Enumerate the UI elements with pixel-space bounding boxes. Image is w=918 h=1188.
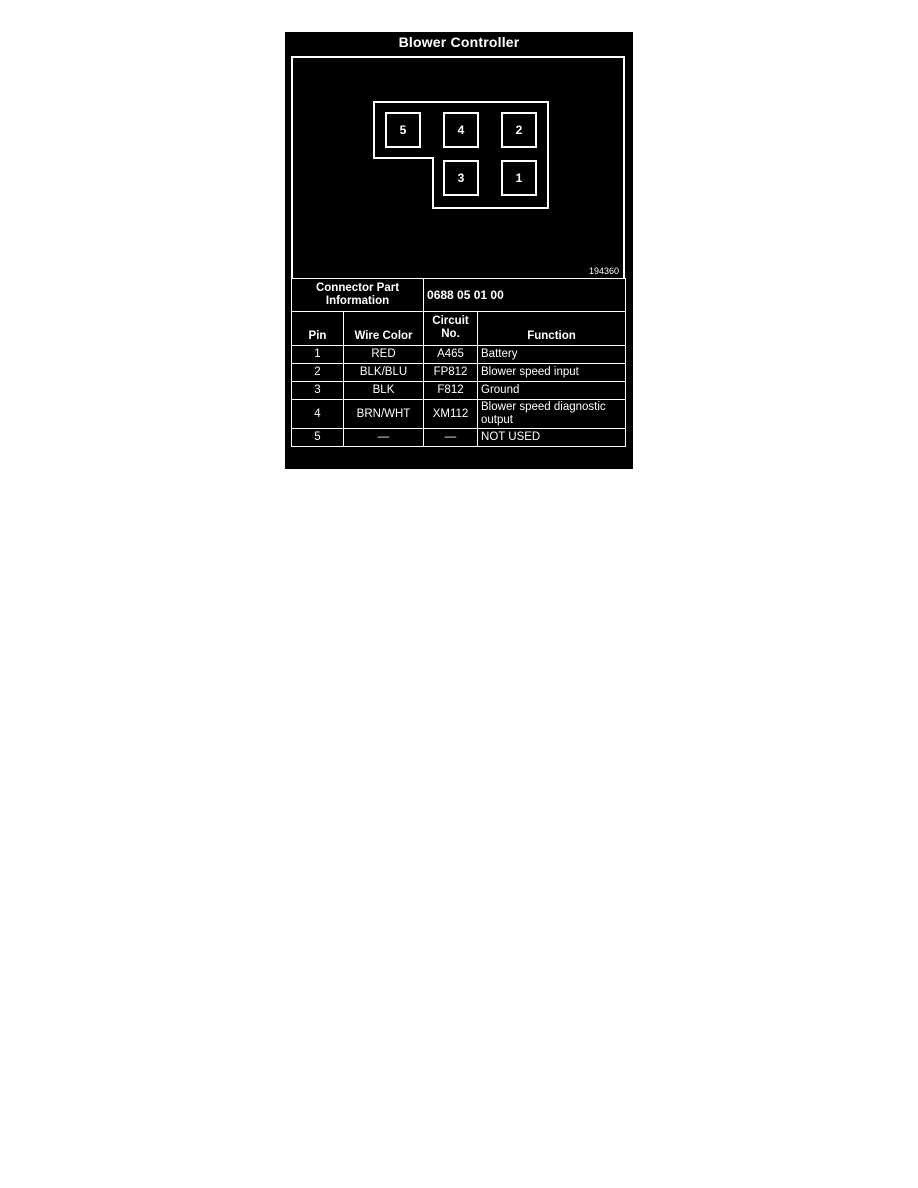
cell-circuit: A465	[423, 345, 479, 364]
figure-id: 194360	[588, 266, 619, 276]
cell-pin: 5	[291, 428, 344, 447]
connector-housing-outline	[373, 101, 549, 209]
pin-cavity-4: 4	[443, 112, 479, 148]
cell-pin: 3	[291, 381, 344, 400]
pinout-table: Connector Part Information 0688 05 01 00…	[290, 278, 627, 447]
connector-part-value: 0688 05 01 00	[423, 278, 627, 312]
cell-function: Ground	[477, 381, 627, 400]
cell-wire: RED	[342, 345, 425, 364]
pin-cavity-3: 3	[443, 160, 479, 196]
connector-diagram: 5 4 2 3 1 194360	[291, 56, 625, 278]
connector-info-row: Connector Part Information 0688 05 01 00	[290, 278, 627, 312]
cell-wire: BLK	[342, 381, 425, 400]
header-pin: Pin	[291, 311, 344, 346]
cell-circuit: FP812	[423, 363, 479, 382]
header-circuit: Circuit No.	[423, 311, 479, 346]
cell-function: Blower speed input	[477, 363, 627, 382]
cell-function: Battery	[477, 345, 627, 364]
header-wire-color: Wire Color	[342, 311, 425, 346]
cell-pin: 1	[291, 345, 344, 364]
pinout-table-wrapper: Connector Part Information 0688 05 01 00…	[290, 278, 627, 447]
cell-circuit: —	[423, 428, 479, 447]
cell-circuit: F812	[423, 381, 479, 400]
connector-figure: Blower Controller 5 4 2 3 1 194360 Conne…	[285, 32, 633, 469]
cell-wire: BRN/WHT	[342, 399, 425, 429]
cell-wire: —	[342, 428, 425, 447]
table-row: 4 BRN/WHT XM112 Blower speed diagnostic …	[291, 399, 627, 429]
cell-function: Blower speed diagnostic output	[477, 399, 627, 429]
cell-wire: BLK/BLU	[342, 363, 425, 382]
figure-title: Blower Controller	[398, 34, 520, 50]
table-row: 1 RED A465 Battery	[291, 345, 627, 364]
cell-function: NOT USED	[477, 428, 627, 447]
pin-cavity-1: 1	[501, 160, 537, 196]
cell-circuit: XM112	[423, 399, 479, 429]
cell-pin: 2	[291, 363, 344, 382]
table-row: 2 BLK/BLU FP812 Blower speed input	[291, 363, 627, 382]
table-row: 5 — — NOT USED	[291, 428, 627, 447]
header-row: Pin Wire Color Circuit No. Function	[291, 311, 627, 346]
header-function: Function	[477, 311, 627, 346]
pin-cavity-2: 2	[501, 112, 537, 148]
connector-part-label: Connector Part Information	[290, 278, 425, 312]
cell-pin: 4	[291, 399, 344, 429]
pin-cavity-5: 5	[385, 112, 421, 148]
table-row: 3 BLK F812 Ground	[291, 381, 627, 400]
